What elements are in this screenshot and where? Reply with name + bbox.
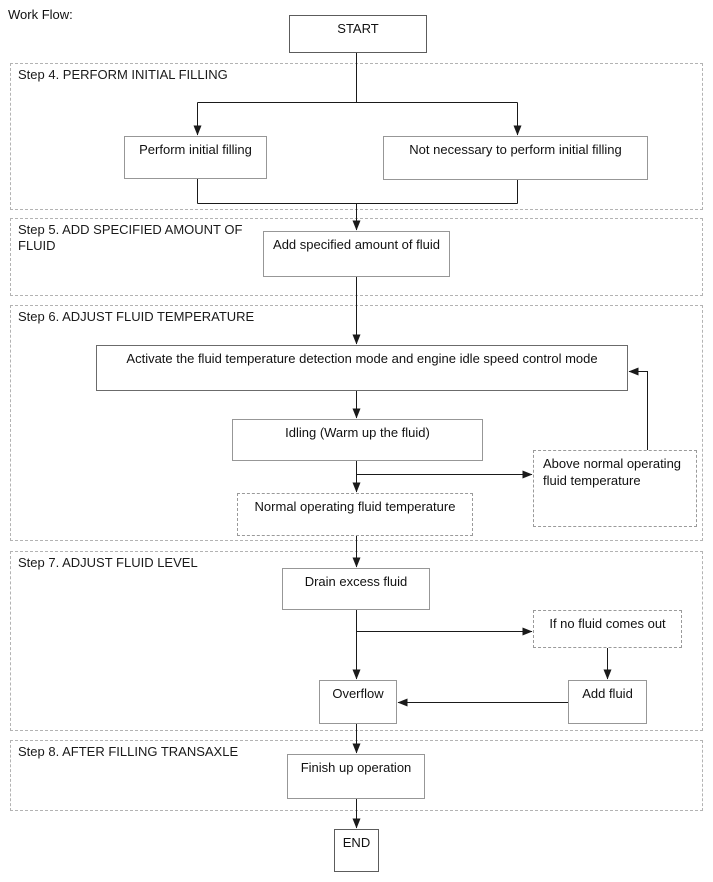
node-idling: Idling (Warm up the fluid) <box>232 419 483 461</box>
section-step-5-label: Step 5. ADD SPECIFIED AMOUNT OF FLUID <box>18 222 243 253</box>
node-overflow: Overflow <box>319 680 397 724</box>
section-step-4-label: Step 4. PERFORM INITIAL FILLING <box>18 67 228 82</box>
section-step-6-label: Step 6. ADJUST FLUID TEMPERATURE <box>18 309 255 324</box>
node-drain-excess-fluid: Drain excess fluid <box>282 568 430 610</box>
node-above-normal-operating-temperature: Above normal operating fluid temperature <box>533 450 697 527</box>
node-perform-initial-filling: Perform initial filling <box>124 136 267 179</box>
node-if-no-fluid-comes-out: If no fluid comes out <box>533 610 682 648</box>
node-end: END <box>334 829 379 872</box>
page-title: Work Flow: <box>8 7 73 22</box>
section-step-7-label: Step 7. ADJUST FLUID LEVEL <box>18 555 198 570</box>
node-normal-operating-temperature: Normal operating fluid temperature <box>237 493 473 536</box>
node-activate-detection-mode: Activate the fluid temperature detection… <box>96 345 628 391</box>
node-add-fluid: Add fluid <box>568 680 647 724</box>
section-step-8-label: Step 8. AFTER FILLING TRANSAXLE <box>18 744 239 759</box>
node-finish-up-operation: Finish up operation <box>287 754 425 799</box>
node-not-necessary-initial-filling: Not necessary to perform initial filling <box>383 136 648 180</box>
node-add-specified-amount: Add specified amount of fluid <box>263 231 450 277</box>
node-start: START <box>289 15 427 53</box>
